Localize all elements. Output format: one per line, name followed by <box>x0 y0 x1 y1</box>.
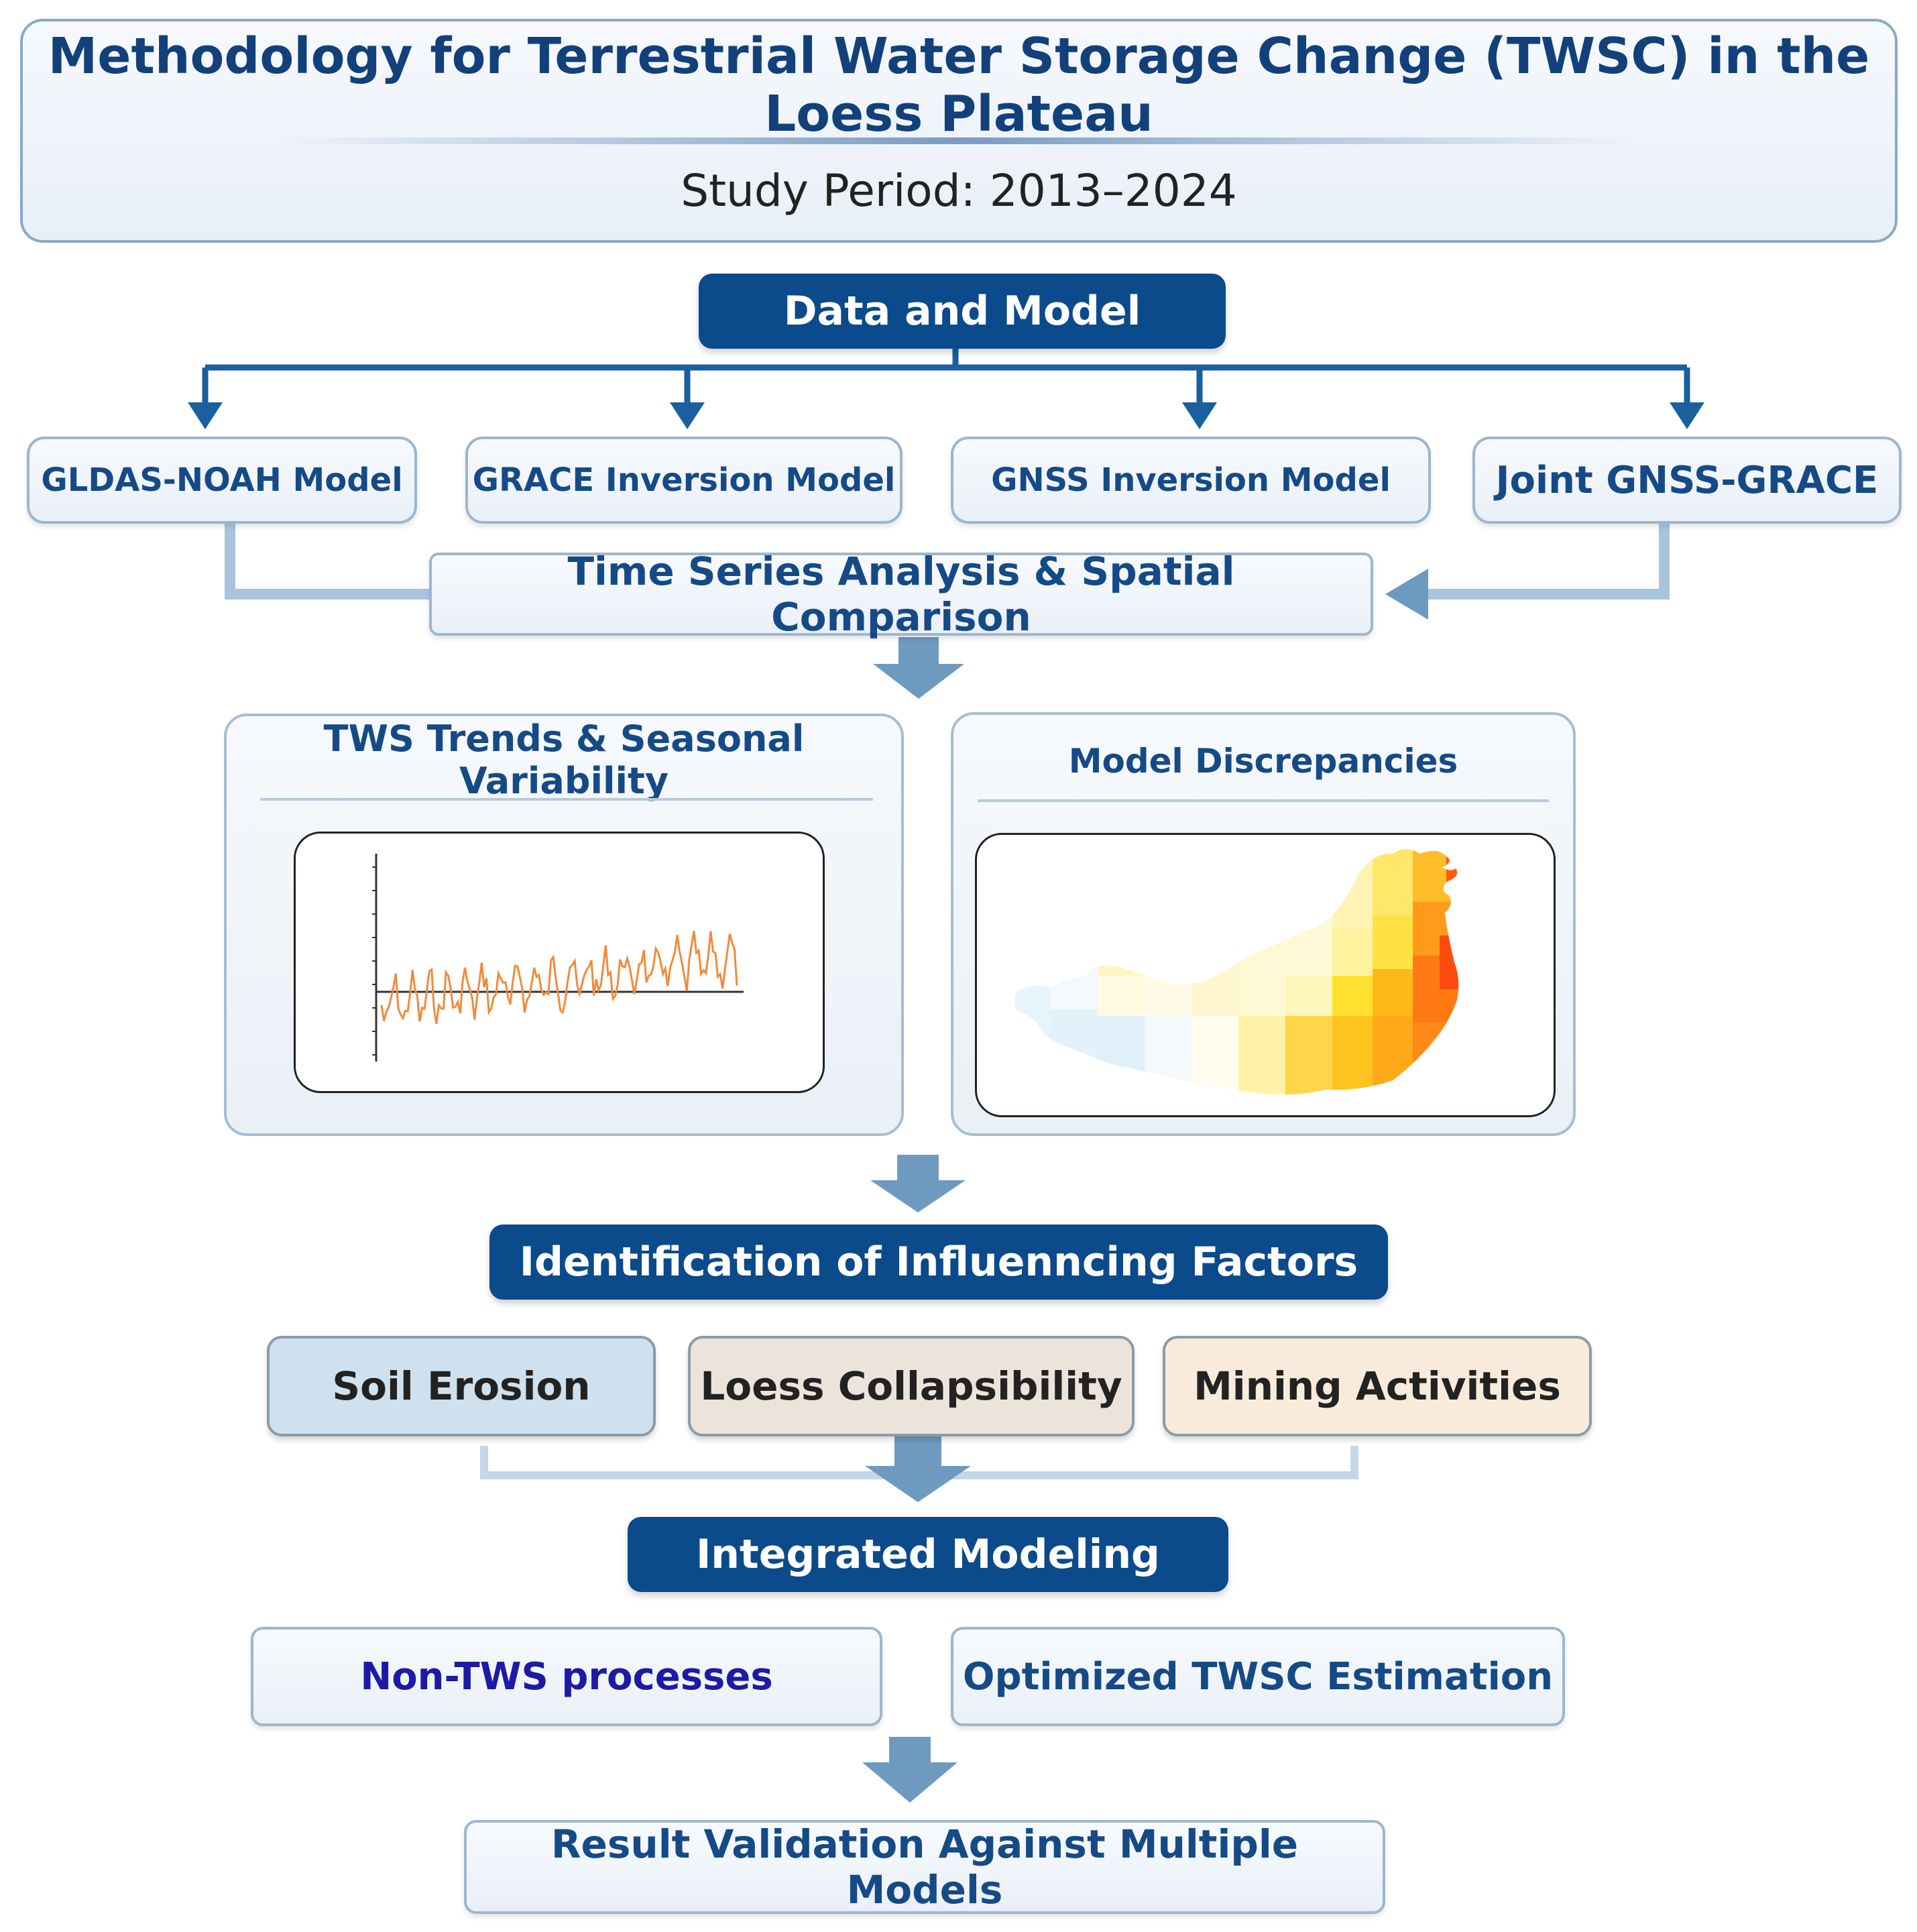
model-discrepancies-title: Model Discrepancies <box>1068 742 1458 781</box>
mining-activities-box: Mining Activities <box>1163 1336 1592 1436</box>
header-box <box>20 19 1898 243</box>
soil-erosion-box: Soil Erosion <box>267 1336 656 1436</box>
joint-gnss-grace-box: Joint GNSS-GRACE <box>1472 437 1902 524</box>
optimized-twsc-box: Optimized TWSC Estimation <box>951 1627 1565 1726</box>
gldas-noah-box: GLDAS-NOAH Model <box>27 437 417 524</box>
tws-trends-title: TWS Trends & Seasonal Variability <box>323 718 805 802</box>
influencing-factors-header: Identification of Influenncing Factors <box>489 1225 1388 1300</box>
non-tws-processes-box: Non-TWS processes <box>251 1627 882 1726</box>
tws-plot-frame <box>294 832 825 1093</box>
result-validation-box: Result Validation Against Multiple Model… <box>464 1820 1385 1914</box>
title-divider <box>282 137 1636 144</box>
time-series-analysis-box: Time Series Analysis & Spatial Compariso… <box>429 549 1373 640</box>
loess-collapsibility-box: Loess Collapsibility <box>688 1336 1135 1436</box>
tws-time-series <box>372 854 744 1062</box>
heatmap-cells <box>1014 849 1459 1095</box>
data-model-tree <box>202 349 1690 406</box>
gldas-connector <box>225 523 429 600</box>
gnss-inversion-box: GNSS Inversion Model <box>951 437 1431 524</box>
block-arrows <box>862 637 966 1803</box>
discrepancy-map <box>1014 849 1459 1095</box>
tws-trends-rule <box>260 798 873 801</box>
joint-connector <box>1415 523 1670 600</box>
tree-arrowheads <box>188 402 1704 429</box>
grace-inversion-box: GRACE Inversion Model <box>465 437 903 524</box>
model-discrepancies-rule <box>978 799 1549 802</box>
discrepancy-map-frame <box>975 833 1556 1117</box>
tws-series-line <box>380 931 738 1025</box>
data-model-header: Data and Model <box>699 274 1226 349</box>
joint-arrowhead <box>1385 569 1428 620</box>
tws-y-ticks <box>372 866 376 1056</box>
factors-arrow <box>865 1434 971 1502</box>
study-period: Study Period: 2013–2024 <box>681 164 1237 217</box>
integrated-modeling-header: Integrated Modeling <box>628 1517 1228 1592</box>
